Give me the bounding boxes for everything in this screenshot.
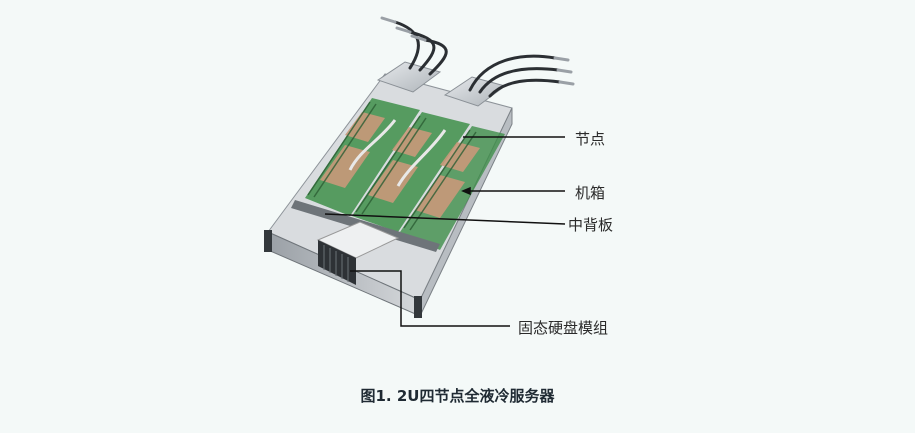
rear-psu [376,61,507,107]
label-midplane: 中背板 [568,216,614,234]
figure-caption: 图1. 2U四节点全液冷服务器 [360,387,555,405]
node-trays [305,98,505,250]
cooling-pipes [393,20,562,98]
leader-lines [324,136,566,327]
label-chassis: 机箱 [575,184,606,202]
label-node: 节点 [575,130,606,148]
ssd-module-block [316,221,400,285]
label-ssd-module: 固态硬盘模组 [518,319,609,337]
